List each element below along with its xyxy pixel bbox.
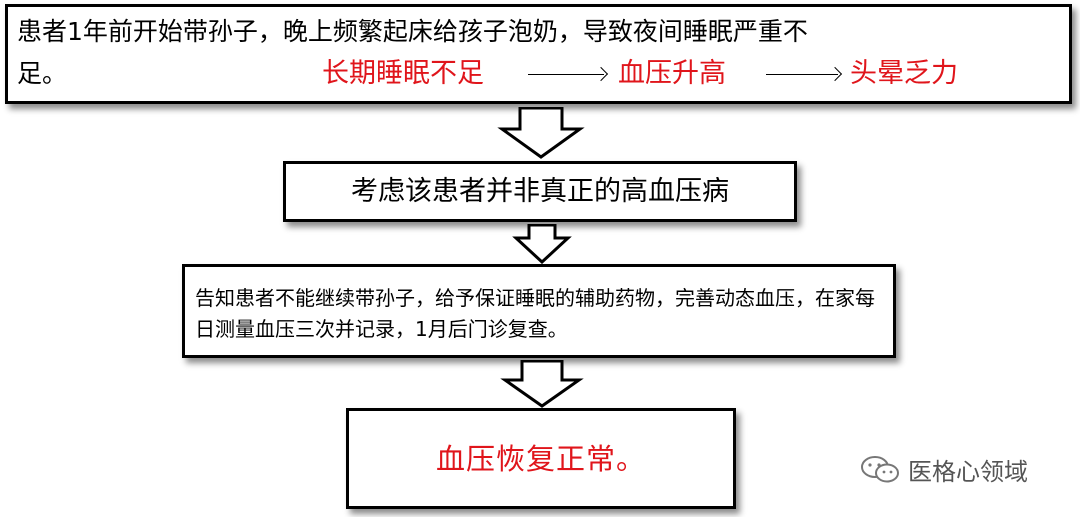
flow-box-outcome: 血压恢复正常。 [346,408,736,509]
down-arrow-icon [512,224,572,264]
chain-item-sleep-deprivation: 长期睡眠不足 [322,58,484,89]
right-arrow-icon [528,74,604,75]
flow-box-treatment: 告知患者不能继续带孙子，给予保证睡眠的辅助药物，完善动态血压，在家每日测量血压三… [182,264,896,358]
flow-box-history: 患者1年前开始带孙子，晚上频繁起床给孩子泡奶，导致夜间睡眠严重不 足。 长期睡眠… [5,4,1072,104]
outcome-text: 血压恢复正常。 [435,442,646,476]
history-line-2: 足。 [17,59,68,88]
right-arrow-icon [766,74,838,75]
history-line-1: 患者1年前开始带孙子，晚上频繁起床给孩子泡奶，导致夜间睡眠严重不 [17,17,808,46]
chain-item-blood-pressure-rise: 血压升高 [618,58,726,89]
assessment-text: 考虑该患者并非真正的高血压病 [351,176,729,207]
flow-box-assessment: 考虑该患者并非真正的高血压病 [283,161,797,222]
down-arrow-icon [497,107,585,159]
chain-item-dizziness-fatigue: 头晕乏力 [850,58,958,89]
watermark: 医格心领域 [860,452,1028,487]
watermark-text: 医格心领域 [908,458,1028,486]
wechat-icon [861,455,899,482]
treatment-text: 告知患者不能继续带孙子，给予保证睡眠的辅助药物，完善动态血压，在家每日测量血压三… [195,286,875,341]
down-arrow-icon [500,360,584,408]
